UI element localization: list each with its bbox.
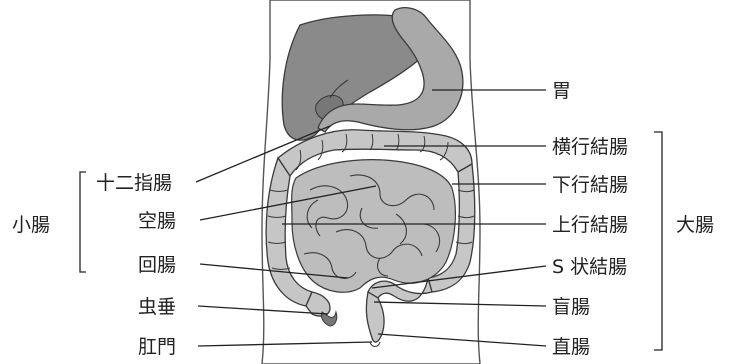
label-large-intestine: 大腸 bbox=[676, 214, 714, 236]
label-transverse-colon: 横行結腸 bbox=[552, 136, 628, 158]
label-descending-colon: 下行結腸 bbox=[552, 174, 628, 196]
label-ileum: 回腸 bbox=[138, 254, 176, 276]
large-intestine-bracket bbox=[654, 132, 662, 350]
label-appendix: 虫垂 bbox=[138, 296, 176, 318]
label-small-intestine: 小腸 bbox=[12, 214, 50, 236]
label-stomach: 胃 bbox=[552, 80, 571, 102]
label-anus: 肛門 bbox=[138, 336, 176, 358]
label-cecum: 盲腸 bbox=[552, 296, 590, 318]
label-duodenum: 十二指腸 bbox=[96, 172, 172, 194]
label-jejunum: 空腸 bbox=[138, 210, 176, 232]
label-sigmoid-colon: S 状結腸 bbox=[552, 256, 627, 278]
label-rectum: 直腸 bbox=[552, 336, 590, 358]
label-ascending-colon: 上行結腸 bbox=[552, 214, 628, 236]
small-intestine-bracket bbox=[80, 172, 86, 272]
